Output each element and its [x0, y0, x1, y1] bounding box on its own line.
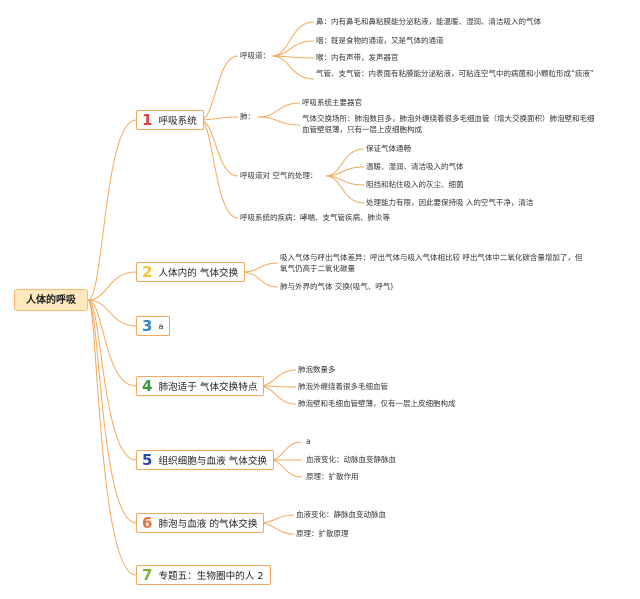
leaf-blood-change: 血液变化：动脉血变静脉血	[306, 455, 396, 464]
leaf-inhaled-exhaled-difference: 吸入气体与呼出气体差异：呼出气体与吸入气体相比较 呼出气体中二氧化碳含量增加了，…	[280, 253, 583, 273]
leaf-lung-external-exchange: 肺与外界的气体 交换(吸气、呼气)	[280, 282, 394, 291]
leaf-alveoli-count: 肺泡数量多	[298, 365, 336, 374]
branch-number: 5	[142, 450, 153, 469]
leaf-a: a	[306, 437, 311, 446]
branch-topic-five[interactable]: 7 专题五：生物圈中的人 2	[136, 565, 271, 585]
leaf-larynx: 喉：内有声带，发声器官	[316, 53, 399, 62]
branch-label: 肺泡适于 气体交换特点	[158, 382, 258, 393]
connector	[87, 299, 137, 524]
branch-label: 肺泡与血液 的气体交换	[158, 519, 258, 530]
branch-label: 组织细胞与血液 气体交换	[158, 456, 268, 467]
leaf-principle: 原理：扩散作用	[306, 472, 359, 481]
connector	[269, 441, 303, 461]
leaf-trachea: 气管、支气管：内表面有粘膜能分泌粘液，可粘连空气中的病菌和小颗粒形成“痰液”	[316, 69, 594, 78]
branch-label: a	[158, 321, 164, 331]
subnode-lung[interactable]: 肺：	[240, 112, 255, 121]
leaf-main-organ: 呼吸系统主要器官	[302, 98, 362, 107]
branch-label: 呼吸系统	[158, 116, 197, 127]
connector	[199, 119, 239, 219]
connector	[257, 102, 301, 118]
connector	[87, 299, 137, 327]
branch-tissue-blood-exchange[interactable]: 5 组织细胞与血液 气体交换	[136, 450, 275, 470]
connector	[325, 175, 365, 204]
branch-respiratory-system[interactable]: 1 呼吸系统	[136, 110, 204, 130]
branch-a[interactable]: 3 a	[136, 316, 171, 336]
branch-alveoli-features[interactable]: 4 肺泡适于 气体交换特点	[136, 376, 265, 396]
branch-number: 4	[142, 376, 153, 395]
connector	[325, 148, 365, 177]
connector	[87, 299, 137, 576]
connector	[241, 271, 279, 288]
branch-number: 6	[142, 513, 153, 532]
connector	[271, 21, 315, 57]
connector	[199, 55, 239, 121]
connector	[271, 40, 315, 57]
connector	[271, 55, 315, 80]
subnode-diseases[interactable]: 呼吸系统的疾病：哮喘、支气管疾病、肺炎等	[240, 213, 390, 222]
leaf-thin-walls: 肺泡壁和毛细血管壁薄，仅有一层上皮细胞构成	[298, 399, 456, 408]
branch-number: 1	[142, 110, 153, 129]
connector	[87, 119, 137, 301]
branch-number: 3	[142, 316, 153, 335]
leaf-processing: 处理能力有限，因此要保持吸 入的空气干净，清洁	[366, 198, 534, 207]
leaf-nose: 鼻：内有鼻毛和鼻粘膜能分泌粘液，能温暖、湿润、清洁吸入的气体	[316, 17, 541, 26]
leaf-exchange-site: 气体交换场所：肺泡数目多，肺泡外缠绕着很多毛细血管（增大交换面积）肺泡壁和毛细血…	[302, 114, 595, 134]
leaf-processing: 保证气体通畅	[366, 144, 411, 153]
connector	[87, 271, 137, 301]
connector	[269, 459, 303, 478]
connector	[199, 119, 239, 177]
branch-number: 2	[142, 262, 153, 281]
connector	[257, 116, 301, 126]
leaf-processing: 阻挡和粘住吸入的灰尘、细菌	[366, 180, 464, 189]
leaf-blood-change: 血液变化：静脉血变动脉血	[296, 510, 386, 519]
leaf-principle: 原理：扩散原理	[296, 529, 349, 538]
branch-label: 专题五：生物圈中的人 2	[158, 571, 264, 582]
connector	[87, 299, 137, 387]
branch-alveoli-blood-exchange[interactable]: 6 肺泡与血液 的气体交换	[136, 513, 265, 533]
connector	[87, 299, 137, 461]
branch-number: 7	[142, 565, 153, 584]
connector	[241, 262, 279, 273]
leaf-processing: 温暖、湿润、清洁吸入的气体	[366, 162, 464, 171]
leaf-capillaries: 肺泡外缠绕着很多毛细血管	[298, 382, 388, 391]
root-node[interactable]: 人体的呼吸	[14, 289, 88, 311]
subnode-air-processing[interactable]: 呼吸道对 空气的处理：	[240, 171, 318, 180]
branch-internal-gas-exchange[interactable]: 2 人体内的 气体交换	[136, 262, 246, 282]
subnode-respiratory-tract[interactable]: 呼吸道：	[240, 51, 270, 60]
branch-label: 人体内的 气体交换	[158, 268, 239, 279]
leaf-pharynx: 咽：既是食物的通道，又是气体的通道	[316, 36, 444, 45]
